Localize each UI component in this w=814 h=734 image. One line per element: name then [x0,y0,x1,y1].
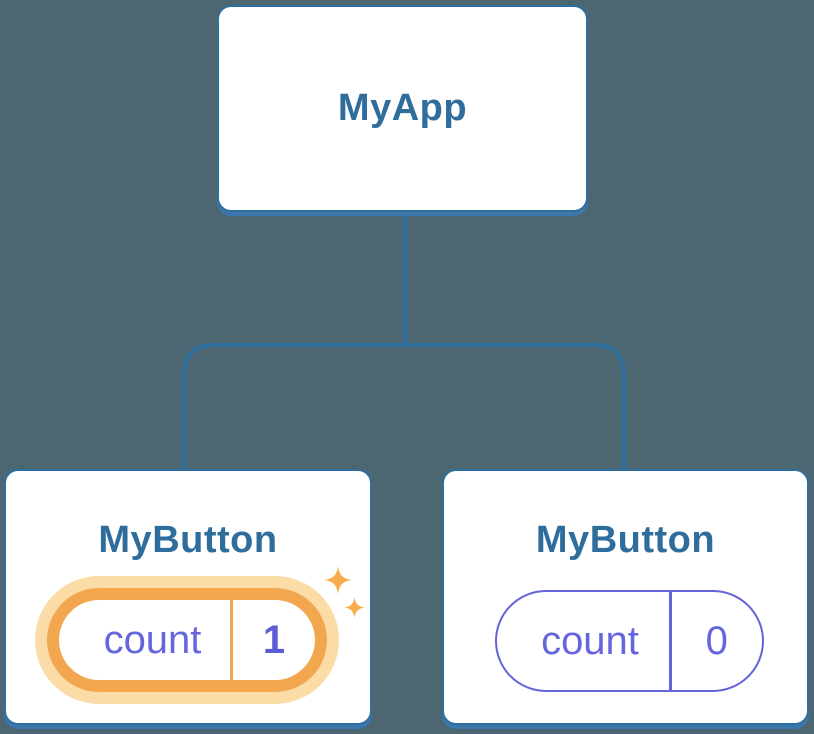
component-node-mybutton-plain: MyButton count 0 [442,469,809,725]
sparkle-icon [344,597,365,618]
component-node-myapp: MyApp [217,5,588,212]
state-pill-divider [230,600,233,680]
component-title: MyApp [337,87,468,129]
state-name-label: count [103,617,202,662]
state-pill-divider [669,592,672,690]
connector-branch-line [182,343,626,469]
state-value: 0 [705,618,728,663]
state-pill-highlight-glow: count 1 [35,576,339,704]
state-pill: count 0 [495,590,764,692]
sparkle-icon [324,566,352,594]
state-pill-updated: count 1 [47,588,327,692]
state-name-label: count [541,618,639,663]
component-node-mybutton-highlighted: MyButton count 1 [4,469,372,725]
component-title: MyButton [535,519,716,561]
state-value: 1 [262,617,286,662]
component-title: MyButton [98,519,278,561]
